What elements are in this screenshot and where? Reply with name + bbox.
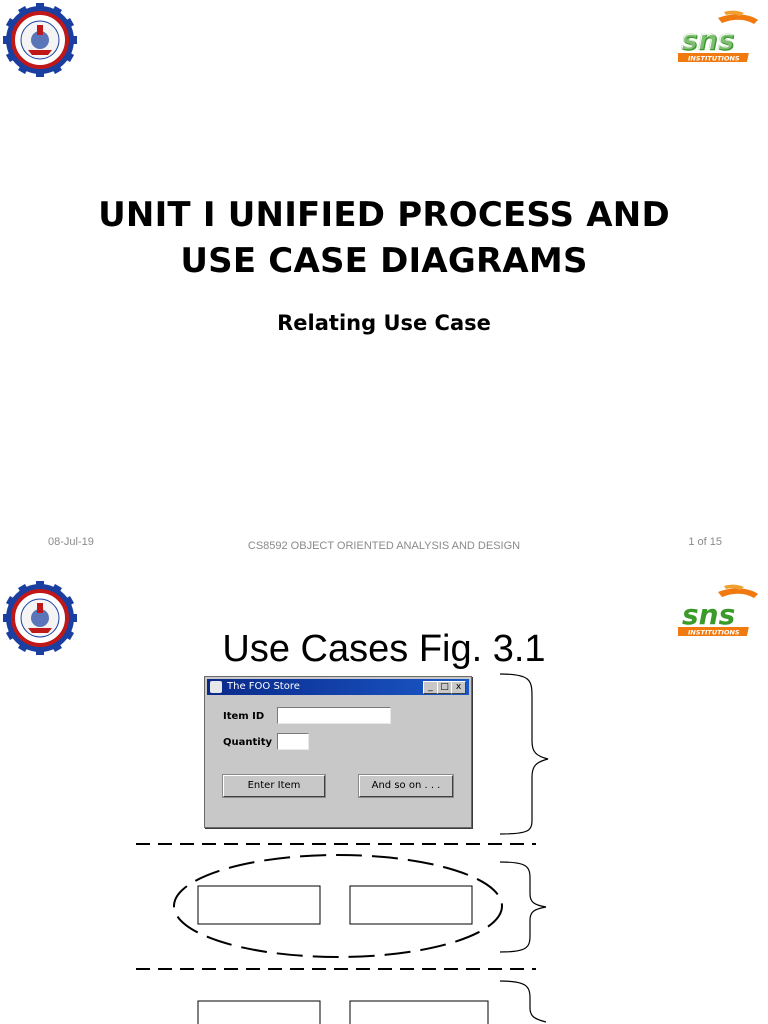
window-titlebar[interactable]: The FOO Store _ □ x bbox=[207, 679, 469, 695]
use-cases-slide: sns INSTITUTIONS Use Cases Fig. 3.1 The … bbox=[0, 576, 768, 1024]
bottom-box-right bbox=[349, 1000, 489, 1024]
slide-title-line1: UNIT I UNIFIED PROCESS AND bbox=[98, 195, 670, 235]
title-slide: sns sns INSTITUTIONS UNIT I UNIFIED PROC… bbox=[0, 3, 768, 552]
slide-title-line2: USE CASE DIAGRAMS bbox=[180, 241, 588, 281]
foo-store-window: The FOO Store _ □ x Item ID Quantity Ent… bbox=[204, 676, 472, 828]
college-seal-logo-2 bbox=[3, 581, 77, 655]
svg-text:sns: sns bbox=[682, 24, 735, 57]
close-button[interactable]: x bbox=[451, 681, 466, 694]
enter-item-button[interactable]: Enter Item bbox=[222, 774, 326, 798]
sns-institutions-logo: sns sns INSTITUTIONS bbox=[678, 10, 758, 63]
minimize-button[interactable]: _ bbox=[423, 681, 438, 694]
and-so-on-button[interactable]: And so on . . . bbox=[358, 774, 454, 798]
quantity-field[interactable] bbox=[277, 733, 309, 750]
brace-middle bbox=[499, 861, 547, 953]
ellipse-box-left bbox=[197, 885, 321, 925]
footer-page-number: 1 of 15 bbox=[688, 536, 722, 548]
item-id-field[interactable] bbox=[277, 707, 391, 724]
footer-date: 08-Jul-19 bbox=[48, 536, 94, 548]
bottom-box-left bbox=[197, 1000, 321, 1024]
logo-institutions-text-2: INSTITUTIONS bbox=[688, 629, 740, 637]
brace-top bbox=[499, 673, 549, 835]
college-seal-logo bbox=[3, 3, 77, 77]
quantity-label: Quantity bbox=[223, 737, 272, 748]
brace-bottom bbox=[499, 980, 547, 1023]
use-case-ellipse bbox=[173, 854, 503, 958]
maximize-button[interactable]: □ bbox=[437, 681, 452, 694]
slide2-title: Use Cases Fig. 3.1 bbox=[222, 628, 546, 670]
use-case-diagram bbox=[136, 673, 549, 1024]
svg-text:sns: sns bbox=[682, 598, 735, 631]
sns-institutions-logo-2: sns INSTITUTIONS bbox=[678, 584, 758, 637]
ellipse-box-right bbox=[349, 885, 473, 925]
footer-course-title: CS8592 OBJECT ORIENTED ANALYSIS AND DESI… bbox=[247, 540, 521, 552]
java-cup-icon bbox=[210, 681, 222, 693]
item-id-label: Item ID bbox=[223, 711, 265, 722]
window-title: The FOO Store bbox=[227, 681, 300, 692]
logo-institutions-text: INSTITUTIONS bbox=[688, 55, 740, 63]
slide-subtitle: Relating Use Case bbox=[277, 311, 491, 335]
svg-text:sns: sns bbox=[681, 23, 734, 56]
slide-title: UNIT I UNIFIED PROCESS AND USE CASE DIAG… bbox=[0, 192, 768, 284]
